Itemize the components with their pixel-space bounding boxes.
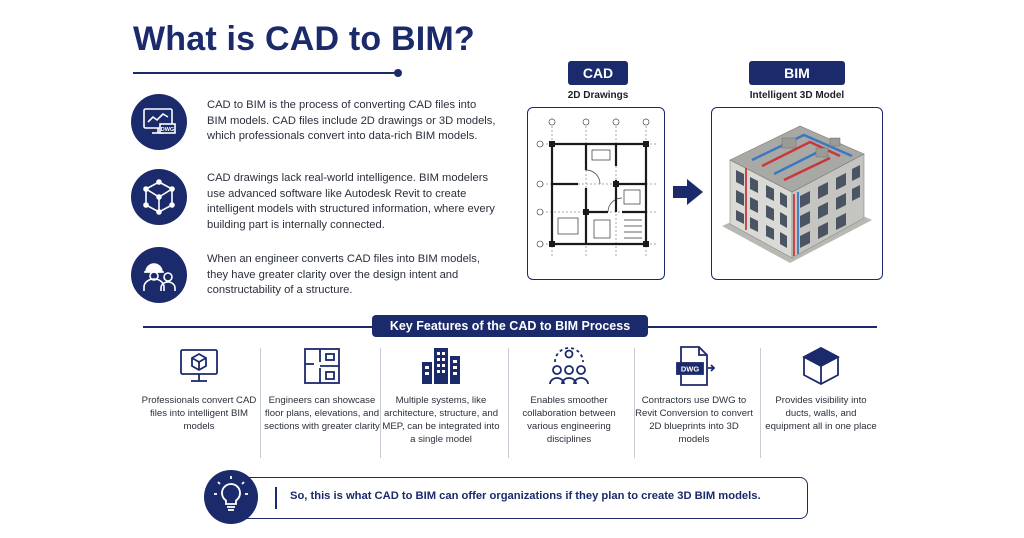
lightbulb-icon [204, 470, 258, 524]
right-arrow-icon [673, 179, 703, 205]
monitor-cube-icon [180, 349, 218, 382]
dwg-file-icon: DWG [676, 346, 716, 386]
feature-divider [634, 348, 635, 458]
feature-1-text: Professionals convert CAD files into int… [141, 395, 257, 432]
floor-plan-drawing [536, 118, 656, 258]
dwg-monitor-icon: DWG [131, 94, 187, 150]
feature-4: Enables smoother collaboration between v… [510, 344, 628, 446]
feature-5-text: Contractors use DWG to Revit Conversion … [635, 395, 753, 445]
dwg-badge-text: DWG [161, 127, 174, 133]
features-title: Key Features of the CAD to BIM Process [372, 315, 648, 337]
dwg-file-badge: DWG [681, 365, 699, 374]
feature-divider [508, 348, 509, 458]
feature-1: Professionals convert CAD files into int… [140, 344, 258, 433]
intro-paragraph-3: When an engineer converts CAD files into… [207, 253, 480, 296]
feature-2: Engineers can showcase floor plans, elev… [263, 344, 381, 433]
feature-divider [260, 348, 261, 458]
feature-3-text: Multiple systems, like architecture, str… [382, 395, 500, 445]
feature-4-text: Enables smoother collaboration between v… [522, 395, 616, 445]
bim-sublabel: Intelligent 3D Model [749, 90, 845, 101]
feature-3: Multiple systems, like architecture, str… [382, 344, 500, 446]
conclusion-divider [275, 487, 277, 509]
intro-paragraph-1: CAD to BIM is the process of converting … [207, 99, 496, 142]
title-underline [133, 69, 402, 77]
conclusion-text: So, this is what CAD to BIM can offer or… [290, 490, 761, 502]
feature-divider [760, 348, 761, 458]
box-icon [802, 346, 840, 386]
feature-divider [380, 348, 381, 458]
bim-label: BIM [749, 61, 845, 85]
feature-5: DWG Contractors use DWG to Revit Convers… [635, 344, 753, 446]
bim-building-model [722, 125, 872, 263]
engineer-team-icon [131, 247, 187, 303]
cube-network-icon [131, 169, 187, 225]
cad-drawing-frame [527, 107, 665, 280]
feature-2-text: Engineers can showcase floor plans, elev… [264, 395, 380, 432]
cad-sublabel: 2D Drawings [567, 90, 629, 101]
buildings-icon [422, 348, 460, 384]
conclusion-box [220, 477, 808, 519]
intro-paragraph-2: CAD drawings lack real-world intelligenc… [207, 172, 495, 231]
bim-model-frame [711, 107, 883, 280]
page-title: What is CAD to BIM? [133, 20, 475, 58]
collaboration-icon [549, 347, 589, 385]
floor-plan-icon [304, 348, 340, 384]
cad-label: CAD [568, 61, 628, 85]
feature-6: Provides visibility into ducts, walls, a… [762, 344, 880, 433]
feature-6-text: Provides visibility into ducts, walls, a… [765, 395, 877, 432]
